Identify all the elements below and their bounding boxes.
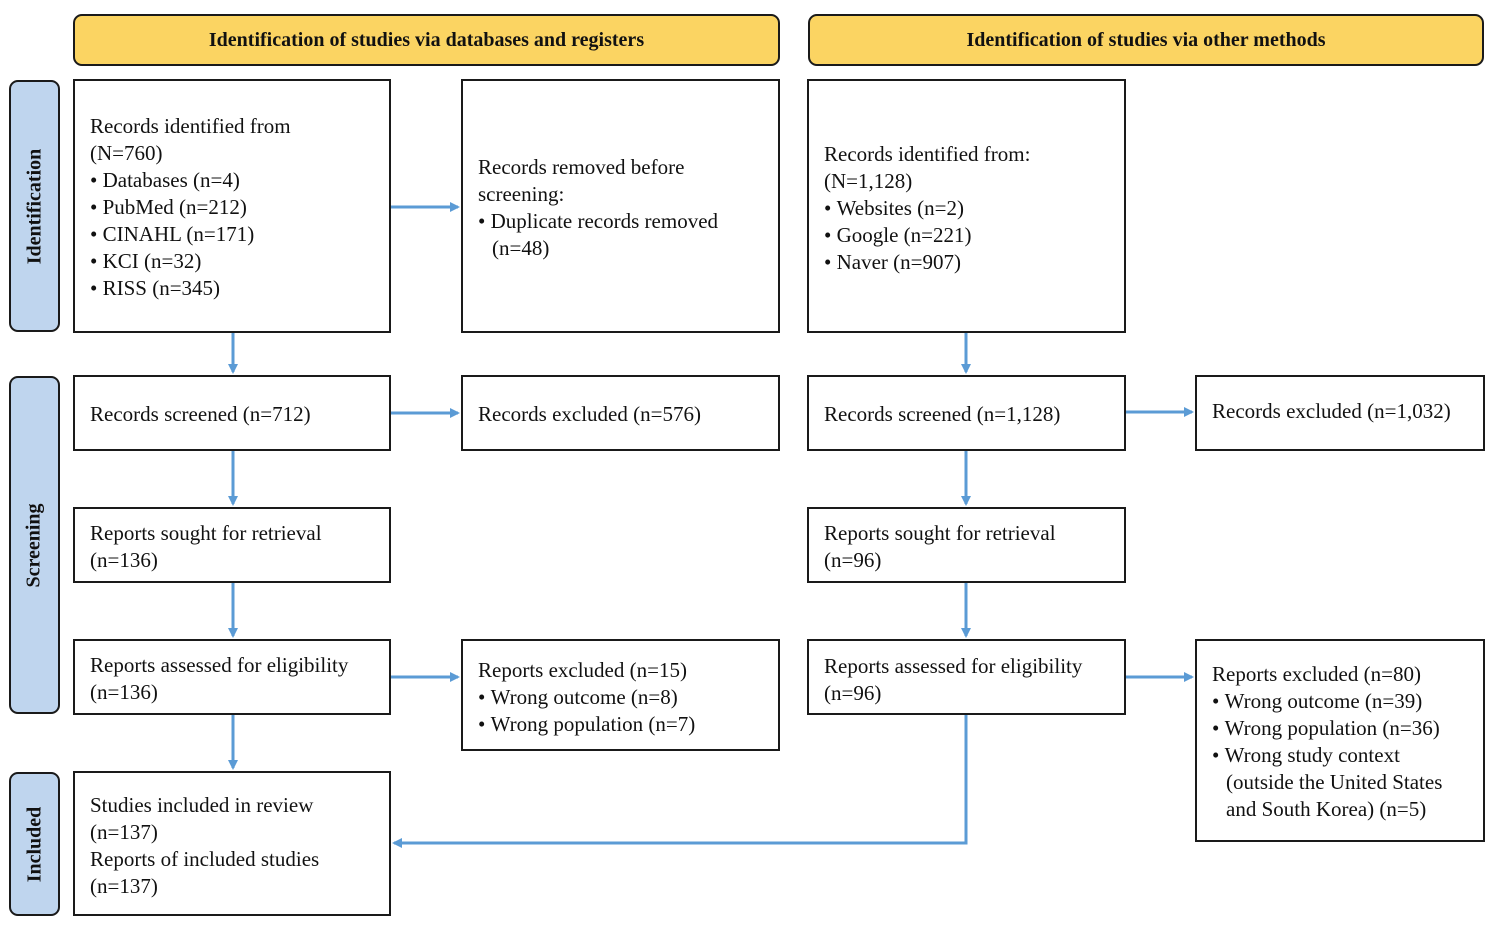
reports-sought-left-title: Reports sought for retrieval [90, 521, 322, 545]
box-records-excluded-right: Records excluded (n=1,032) [1195, 375, 1485, 451]
reports-assessed-left-title: Reports assessed for eligibility [90, 653, 349, 677]
duplicate-records-count: (n=48) [492, 236, 550, 260]
records-excluded-left: Records excluded (n=576) [478, 402, 701, 426]
box-reports-assessed-left: Reports assessed for eligibility (n=136) [73, 639, 391, 715]
header-other-methods-label: Identification of studies via other meth… [966, 28, 1326, 51]
reports-assessed-right-count: (n=96) [824, 681, 882, 705]
box-records-excluded-left: Records excluded (n=576) [461, 375, 780, 451]
header-databases: Identification of studies via databases … [73, 14, 780, 66]
box-reports-sought-left: Reports sought for retrieval (n=136) [73, 507, 391, 583]
duplicate-records-removed: Duplicate records removed [478, 208, 772, 235]
source-pubmed: PubMed (n=212) [90, 194, 383, 221]
box-records-removed: Records removed before screening: Duplic… [461, 79, 780, 333]
records-identified-other-count: (N=1,128) [824, 169, 913, 193]
wrong-population-right: Wrong population (n=36) [1212, 715, 1477, 742]
records-screened-right: Records screened (n=1,128) [824, 402, 1061, 426]
source-cinahl: CINAHL (n=171) [90, 221, 383, 248]
records-identified-other-title: Records identified from: [824, 142, 1031, 166]
wrong-population-left: Wrong population (n=7) [478, 711, 772, 738]
box-reports-excluded-left: Reports excluded (n=15) Wrong outcome (n… [461, 639, 780, 751]
source-databases: Databases (n=4) [90, 167, 383, 194]
records-identified-count: (N=760) [90, 141, 163, 165]
header-other-methods: Identification of studies via other meth… [808, 14, 1484, 66]
box-reports-assessed-right: Reports assessed for eligibility (n=96) [807, 639, 1126, 715]
reports-excluded-right-title: Reports excluded (n=80) [1212, 662, 1421, 686]
source-naver: Naver (n=907) [824, 249, 1118, 276]
reports-excluded-left-title: Reports excluded (n=15) [478, 658, 687, 682]
records-removed-title-cont: screening: [478, 182, 565, 206]
wrong-outcome-left: Wrong outcome (n=8) [478, 684, 772, 711]
stage-included: Included [9, 772, 60, 916]
reports-sought-left-count: (n=136) [90, 548, 158, 572]
reports-sought-right-count: (n=96) [824, 548, 882, 572]
source-riss: RISS (n=345) [90, 275, 383, 302]
box-reports-sought-right: Reports sought for retrieval (n=96) [807, 507, 1126, 583]
source-kci: KCI (n=32) [90, 248, 383, 275]
reports-included-count: (n=137) [90, 874, 158, 898]
studies-included-count: (n=137) [90, 820, 158, 844]
box-records-screened-left: Records screened (n=712) [73, 375, 391, 451]
arrow-assessed-right-to-included [392, 715, 968, 848]
wrong-outcome-right: Wrong outcome (n=39) [1212, 688, 1477, 715]
records-excluded-right: Records excluded (n=1,032) [1212, 399, 1451, 423]
reports-sought-right-title: Reports sought for retrieval [824, 521, 1056, 545]
box-studies-included: Studies included in review (n=137) Repor… [73, 771, 391, 916]
stage-identification: Identification [9, 80, 60, 332]
box-records-identified-databases: Records identified from (N=760) Database… [73, 79, 391, 333]
wrong-study-context-cont2: and South Korea) (n=5) [1226, 797, 1427, 821]
records-screened-left: Records screened (n=712) [90, 402, 311, 426]
reports-assessed-right-title: Reports assessed for eligibility [824, 654, 1083, 678]
records-identified-title: Records identified from [90, 114, 291, 138]
box-records-screened-right: Records screened (n=1,128) [807, 375, 1126, 451]
reports-included-title: Reports of included studies [90, 847, 320, 871]
source-google: Google (n=221) [824, 222, 1118, 249]
records-removed-title: Records removed before [478, 155, 685, 179]
reports-assessed-left-count: (n=136) [90, 680, 158, 704]
wrong-study-context: Wrong study context [1212, 742, 1477, 769]
header-databases-label: Identification of studies via databases … [208, 28, 645, 51]
source-websites: Websites (n=2) [824, 195, 1118, 222]
wrong-study-context-cont1: (outside the United States [1226, 770, 1443, 794]
box-reports-excluded-right: Reports excluded (n=80) Wrong outcome (n… [1195, 639, 1485, 842]
studies-included-title: Studies included in review [90, 793, 314, 817]
stage-screening: Screening [9, 376, 60, 714]
box-records-identified-other: Records identified from: (N=1,128) Websi… [807, 79, 1126, 333]
